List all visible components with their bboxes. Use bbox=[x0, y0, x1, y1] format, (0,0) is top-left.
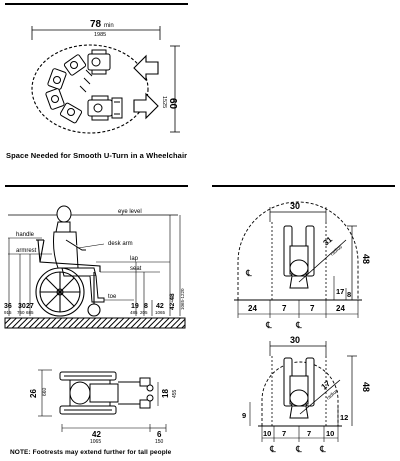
rb-dim-12: 12 bbox=[340, 413, 348, 422]
side-dim-19-mm: 485 bbox=[130, 310, 138, 315]
top-dim-26: 26 bbox=[29, 389, 38, 398]
rt-wheelchair bbox=[283, 225, 315, 289]
top-dim-42: 42 bbox=[92, 430, 101, 439]
side-dim-30: 30 bbox=[18, 303, 26, 310]
uturn-dim-1985: 1985 bbox=[94, 32, 106, 38]
wheelchair-top bbox=[59, 371, 154, 415]
wheelchair-sequence bbox=[45, 49, 123, 124]
side-dim-27: 27 bbox=[26, 303, 34, 310]
label-handle: handle bbox=[16, 232, 35, 238]
turn-diagram-lower: 30 48 17 radius 12 9 10 bbox=[242, 335, 371, 454]
arrow-left-icon bbox=[133, 54, 159, 82]
rt-cl-right: ℄ bbox=[295, 320, 302, 330]
side-dim-36: 36 bbox=[4, 303, 12, 310]
rt-dim-31: 31 bbox=[322, 235, 335, 248]
side-dim-27-mm: 685 bbox=[26, 310, 34, 315]
uturn-diagram: 78 min 1985 60 1525 bbox=[31, 19, 180, 134]
uturn-caption: Space Needed for Smooth U-Turn in a Whee… bbox=[6, 151, 188, 160]
rt-dim-24-right: 24 bbox=[336, 304, 345, 313]
side-dim-42: 42 bbox=[156, 303, 164, 310]
rb-cl-mid: ℄ bbox=[295, 444, 302, 454]
turn-diagram-upper: 30 48 31 radius 17 8 bbox=[234, 201, 371, 330]
rt-dim-17: 17 bbox=[336, 287, 344, 296]
top-dim-18-mm: 455 bbox=[172, 389, 178, 398]
side-dim-42-mm: 1065 bbox=[155, 310, 166, 315]
rb-dim-30: 30 bbox=[290, 335, 300, 345]
rb-dim-7-right: 7 bbox=[307, 429, 311, 438]
rt-cl-mid: ℄ bbox=[265, 320, 272, 330]
label-eye-level: eye level bbox=[118, 209, 142, 215]
rb-wheelchair bbox=[283, 357, 315, 419]
rb-dim-17: 17 bbox=[320, 379, 333, 392]
rb-dim-48: 48 bbox=[361, 382, 371, 392]
wheelchair-side bbox=[35, 239, 101, 317]
top-dim-42-mm: 1065 bbox=[90, 439, 101, 445]
rb-radius-label: radius bbox=[325, 388, 340, 402]
side-dim-lines bbox=[8, 215, 181, 316]
side-view-diagram: eye level desk arm bbox=[4, 205, 186, 329]
rb-dim-10-left: 10 bbox=[263, 429, 271, 438]
rt-dim-30: 30 bbox=[290, 201, 300, 211]
uturn-dim-1525: 1525 bbox=[161, 96, 167, 108]
top-dim-6-mm: 150 bbox=[155, 439, 164, 445]
side-dim-19: 19 bbox=[131, 303, 139, 310]
motion-marks bbox=[79, 69, 93, 93]
side-dim-4248: 42-48 bbox=[169, 293, 176, 310]
rt-dim-7-right: 7 bbox=[310, 304, 315, 313]
floor-hatch bbox=[4, 317, 186, 329]
label-lap: lap bbox=[130, 256, 139, 262]
uturn-dim-60: 60 bbox=[167, 98, 178, 110]
rt-cl-left: ℄ bbox=[245, 268, 252, 278]
rt-dim-7-left: 7 bbox=[282, 304, 287, 313]
label-armrest: armrest bbox=[16, 248, 37, 254]
side-dim-8-mm: 205 bbox=[140, 310, 148, 315]
label-desk-arm: desk arm bbox=[108, 241, 133, 247]
seated-person bbox=[53, 205, 105, 303]
top-dim-6: 6 bbox=[157, 430, 162, 439]
rb-dim-9: 9 bbox=[242, 411, 246, 420]
top-dim-18: 18 bbox=[161, 389, 170, 398]
rt-dim-48: 48 bbox=[361, 254, 371, 264]
side-dim-36-mm: 915 bbox=[4, 310, 12, 315]
rb-dim-7-left: 7 bbox=[282, 429, 286, 438]
side-dim-4248-mm: 1065-1220 bbox=[180, 288, 185, 310]
rb-cl-right: ℄ bbox=[319, 444, 326, 454]
uturn-dim-min: min bbox=[104, 23, 114, 29]
rt-dim-24-left: 24 bbox=[248, 304, 257, 313]
side-dim-8: 8 bbox=[144, 303, 148, 310]
rb-cl-left: ℄ bbox=[269, 444, 276, 454]
rt-dim-8: 8 bbox=[347, 290, 351, 299]
label-toe: toe bbox=[108, 294, 117, 300]
footrest-note: NOTE: Footrests may extend further for t… bbox=[10, 449, 172, 456]
rt-radius-label: radius bbox=[329, 244, 344, 258]
arrow-right-icon bbox=[133, 92, 159, 120]
top-dim-26-mm: 660 bbox=[42, 387, 48, 396]
rb-dim-10-right: 10 bbox=[326, 429, 334, 438]
turning-space bbox=[31, 44, 149, 134]
side-dim-30-mm: 760 bbox=[17, 310, 25, 315]
top-view-diagram: 26 660 18 455 42 1065 bbox=[29, 369, 178, 445]
uturn-dim-78: 78 bbox=[90, 19, 102, 30]
